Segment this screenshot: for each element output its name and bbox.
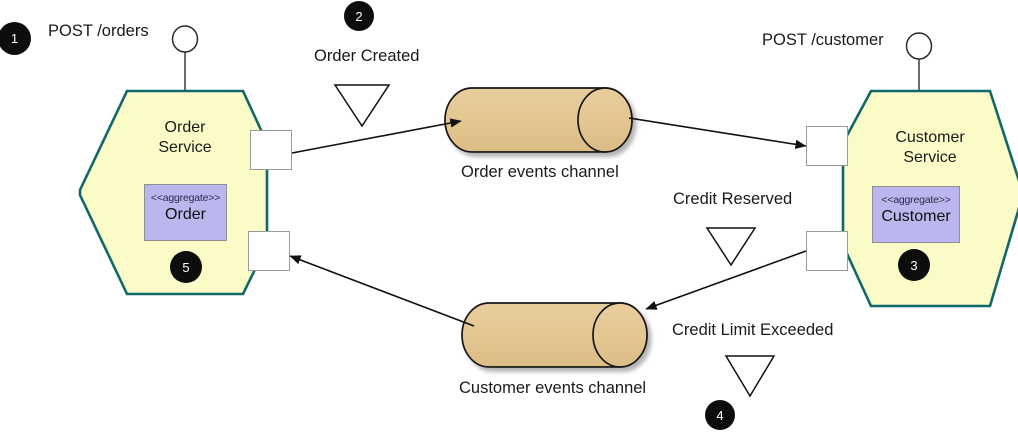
order-service-api-lollipop[interactable] (171, 25, 199, 91)
order-aggregate-box[interactable]: <<aggregate>> Order (144, 184, 227, 241)
order-service-out-port[interactable] (250, 130, 292, 170)
customer-service-title-line2: Service (903, 149, 957, 166)
customer-aggregate-box[interactable]: <<aggregate>> Customer (872, 186, 960, 243)
order-aggregate-name: Order (165, 205, 206, 223)
credit-limit-exceeded-event-label: Credit Limit Exceeded (672, 321, 834, 339)
order-events-channel-shape[interactable] (444, 87, 633, 153)
customer-service-api-label: POST /customer (762, 31, 884, 49)
step-badge-4-text: 4 (716, 407, 724, 423)
credit-reserved-event-triangle (705, 227, 757, 267)
order-created-event-label: Order Created (314, 47, 420, 65)
step-badge-1: 1 (0, 22, 31, 55)
order-service-title-line1: Order (164, 119, 206, 136)
customer-events-channel-label: Customer events channel (459, 379, 647, 397)
step-badge-2-text: 2 (355, 8, 363, 24)
step-badge-2: 2 (344, 1, 374, 31)
customer-service-out-port[interactable] (806, 231, 848, 271)
order-service-title-line2: Service (158, 139, 212, 156)
customer-service-in-port[interactable] (806, 126, 848, 166)
flow-order-channel-to-customer-service (628, 117, 807, 149)
customer-aggregate-name: Customer (881, 207, 951, 225)
step-badge-4: 4 (705, 400, 735, 430)
step-badge-3: 3 (898, 249, 930, 281)
order-service-title: Order Service (127, 118, 243, 158)
order-service-api-label: POST /orders (48, 22, 149, 40)
customer-service-title: Customer Service (860, 128, 1000, 168)
order-created-event-triangle (333, 84, 391, 128)
flow-customer-channel-to-order-service (289, 255, 475, 327)
order-service-in-port[interactable] (248, 231, 290, 271)
customer-events-channel-shape[interactable] (461, 302, 648, 368)
flow-order-service-to-order-channel (291, 118, 462, 154)
flow-customer-service-to-customer-channel (645, 250, 807, 310)
credit-limit-exceeded-event-triangle (724, 355, 776, 398)
customer-aggregate-stereotype: <<aggregate>> (881, 194, 951, 206)
credit-reserved-event-label: Credit Reserved (673, 190, 793, 208)
order-aggregate-stereotype: <<aggregate>> (150, 192, 221, 204)
order-events-channel-label: Order events channel (461, 163, 619, 181)
step-badge-3-text: 3 (910, 257, 918, 273)
step-badge-5: 5 (170, 251, 202, 283)
customer-service-title-line1: Customer (895, 129, 965, 146)
step-badge-1-text: 1 (10, 31, 19, 46)
step-badge-5-text: 5 (182, 259, 190, 275)
customer-service-api-lollipop[interactable] (905, 32, 933, 91)
